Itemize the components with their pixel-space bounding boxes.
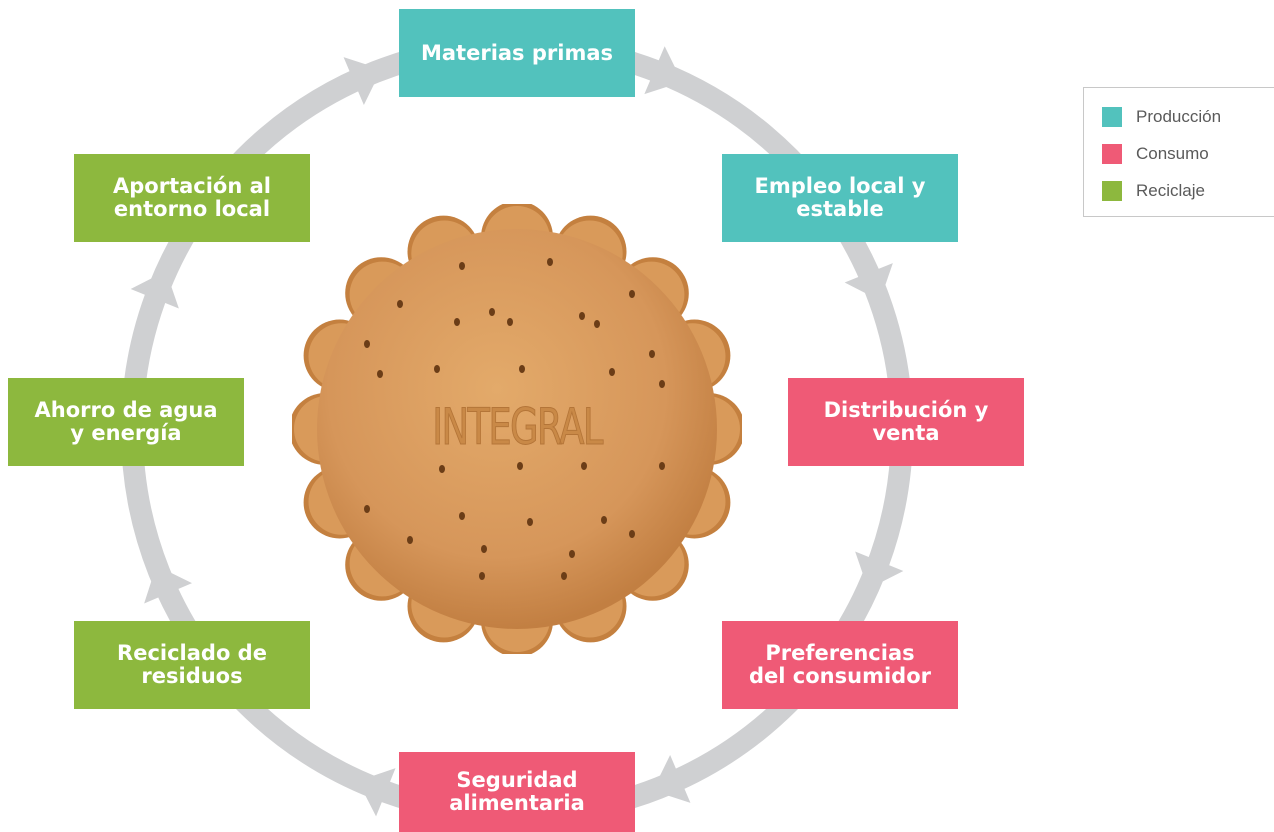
node-aportacion-entorno: Aportación al entorno local [74, 154, 310, 242]
cookie-hole [507, 318, 513, 326]
cookie-hole [519, 365, 525, 373]
node-seguridad-alimentaria: Seguridad alimentaria [399, 752, 635, 832]
ring-arrowhead [144, 565, 193, 604]
cookie-hole [649, 350, 655, 358]
cookie-hole [479, 572, 485, 580]
cookie-hole [377, 370, 383, 378]
ring-arrowhead [844, 263, 893, 301]
ring-arrowhead [652, 754, 691, 803]
cookie-hole [547, 258, 553, 266]
legend-label: Consumo [1136, 144, 1209, 163]
ring-arrowhead [343, 57, 382, 106]
cookie-hole [601, 516, 607, 524]
legend-item-produccion: Producción [1102, 107, 1221, 127]
legend-label: Reciclaje [1136, 181, 1205, 200]
legend-item-consumo: Consumo [1102, 144, 1209, 164]
legend-swatch [1102, 107, 1122, 127]
cookie-hole [527, 518, 533, 526]
node-preferencias-consumidor: Preferencias del consumidor [722, 621, 958, 709]
legend: Producción Consumo Reciclaje [1083, 87, 1274, 217]
cookie-hole [454, 318, 460, 326]
cookie-hole [489, 308, 495, 316]
node-materias-primas: Materias primas [399, 9, 635, 97]
legend-item-reciclaje: Reciclaje [1102, 181, 1205, 201]
cookie-image: INTEGRAL [292, 204, 742, 654]
cookie-hole [434, 365, 440, 373]
cookie-hole [364, 505, 370, 513]
legend-label: Producción [1136, 107, 1222, 126]
cookie-hole [569, 550, 575, 558]
cookie-hole [629, 530, 635, 538]
node-label: Empleo local y estable [754, 174, 926, 221]
node-label: Aportación al entorno local [113, 174, 271, 221]
cookie-hole [561, 572, 567, 580]
cookie-hole [481, 545, 487, 553]
cookie-hole [439, 465, 445, 473]
cookie-hole [397, 300, 403, 308]
cookie-hole [659, 462, 665, 470]
node-ahorro-agua-energia: Ahorro de agua y energía [8, 378, 244, 466]
node-reciclado-residuos: Reciclado de residuos [74, 621, 310, 709]
cookie-hole [629, 290, 635, 298]
node-label: Ahorro de agua y energía [34, 398, 218, 445]
cookie-hole [459, 262, 465, 270]
legend-swatch [1102, 181, 1122, 201]
ring-arrowhead [855, 551, 904, 590]
ring-arrowhead [130, 270, 179, 309]
cookie-hole [581, 462, 587, 470]
node-label: Preferencias del consumidor [749, 641, 931, 688]
ring-arrowhead [644, 46, 683, 95]
cookie-hole [579, 312, 585, 320]
node-label: Seguridad alimentaria [449, 768, 585, 815]
node-distribucion-venta: Distribución y venta [788, 378, 1024, 466]
cookie-hole [459, 512, 465, 520]
cookie-hole [364, 340, 370, 348]
node-empleo-local: Empleo local y estable [722, 154, 958, 242]
cookie-stamp-text: INTEGRAL [432, 398, 603, 456]
cookie-hole [407, 536, 413, 544]
cookie-hole [594, 320, 600, 328]
cookie-hole [609, 368, 615, 376]
node-label: Distribución y venta [823, 398, 989, 445]
cookie-hole [517, 462, 523, 470]
ring-arrowhead [357, 768, 396, 817]
node-label: Reciclado de residuos [117, 641, 267, 688]
node-label: Materias primas [420, 40, 614, 65]
cookie-hole [659, 380, 665, 388]
legend-swatch [1102, 144, 1122, 164]
